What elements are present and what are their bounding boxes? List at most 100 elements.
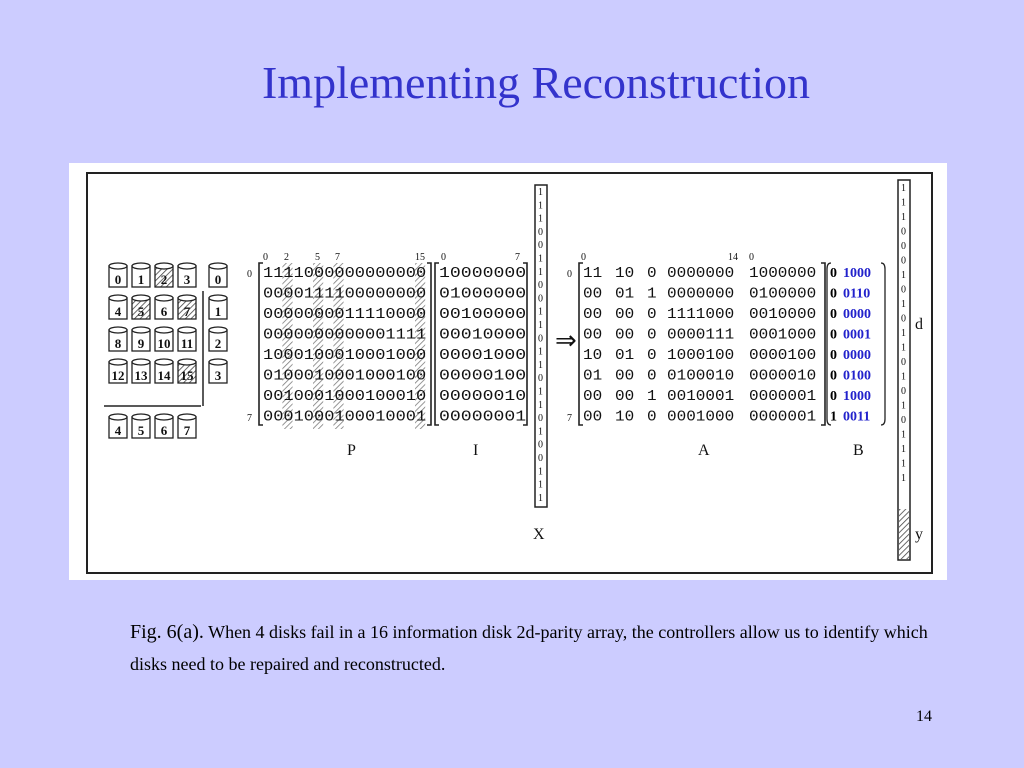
b-bit: 0 — [830, 266, 837, 281]
x-bit: 1 — [538, 267, 543, 278]
x-bit: 1 — [538, 307, 543, 318]
disk-10: 10 — [154, 326, 174, 352]
x-bit: 1 — [538, 493, 543, 504]
b-bit: 0 — [830, 369, 837, 384]
i-row: 00001000 — [439, 347, 526, 364]
caption-text: When 4 disks fail in a 16 information di… — [130, 622, 928, 674]
x-bit: 0 — [538, 293, 543, 304]
d-bit: 0 — [901, 415, 906, 426]
disk-12: 12 — [108, 358, 128, 384]
disk-top — [131, 413, 151, 421]
i-bracket-left — [434, 262, 439, 426]
disk-top — [108, 413, 128, 421]
parity-row-disk-6: 6 — [154, 413, 174, 439]
p-column-hatch — [415, 263, 426, 429]
d-bit: 1 — [901, 459, 906, 470]
p-row: 0000000000001111 — [263, 327, 426, 344]
a-cell: 01 — [583, 368, 602, 385]
a-cell: 0001000 — [667, 409, 734, 426]
p-col-label: 5 — [315, 252, 320, 263]
a-col-label: 14 — [728, 252, 738, 263]
disk-label: 6 — [161, 304, 168, 319]
a-cell: 00 — [583, 409, 602, 426]
a-cell: 0000000 — [667, 286, 734, 303]
label-b: B — [853, 442, 864, 459]
x-bit: 1 — [538, 214, 543, 225]
i-col-label: 7 — [515, 252, 520, 263]
a-cell: 01 — [615, 286, 634, 303]
x-bit: 1 — [538, 347, 543, 358]
d-column-box — [897, 179, 911, 561]
disk-label: 2 — [215, 336, 222, 351]
a-cell: 00 — [583, 327, 602, 344]
disk-0: 0 — [108, 262, 128, 288]
x-column-box — [534, 184, 548, 508]
x-bit: 1 — [538, 320, 543, 331]
a-cell: 0010001 — [667, 388, 734, 405]
disk-top — [108, 294, 128, 302]
disk-label: 2 — [161, 272, 168, 287]
a-col-label: 0 — [581, 252, 586, 263]
matrix-layer: 0711110000000000000000111100000000000000… — [247, 179, 923, 561]
b-bit: 0 — [830, 389, 837, 404]
implies-arrow: ⇒ — [555, 326, 577, 355]
parity-disk-2: 2 — [208, 326, 228, 352]
disk-label: 8 — [115, 336, 122, 351]
a-cell: 0 — [647, 327, 657, 344]
p-bracket-right — [427, 262, 432, 426]
disk-top — [154, 326, 174, 334]
a-cell: 00 — [583, 388, 602, 405]
disk-11: 11 — [177, 326, 197, 352]
label-y: y — [915, 526, 923, 543]
a-cell: 0100010 — [667, 368, 734, 385]
parity-disk-1: 1 — [208, 294, 228, 320]
disk-label: 1 — [215, 304, 222, 319]
x-bit: 0 — [538, 440, 543, 451]
i-row: 00000100 — [439, 368, 526, 385]
p-row: 0100010001000100 — [263, 368, 426, 385]
p-row: 1111000000000000 — [263, 265, 426, 282]
x-bit: 1 — [538, 187, 543, 198]
disk-top — [131, 358, 151, 366]
x-bit: 0 — [538, 333, 543, 344]
disk-top — [208, 326, 228, 334]
b-code: 1000 — [843, 266, 871, 281]
d-bit: 1 — [901, 372, 906, 383]
x-bit: 1 — [538, 400, 543, 411]
x-bit: 1 — [538, 466, 543, 477]
disk-label: 14 — [158, 368, 172, 383]
d-bit: 1 — [901, 343, 906, 354]
b-bit: 1 — [830, 410, 837, 425]
x-bit: 0 — [538, 453, 543, 464]
b-code: 0011 — [843, 410, 870, 425]
b-code: 1000 — [843, 389, 871, 404]
a-cell: 0 — [647, 306, 657, 323]
disk-13: 13 — [131, 358, 151, 384]
x-bit: 1 — [538, 480, 543, 491]
disk-15: 15 — [177, 358, 197, 384]
d-bit: 0 — [901, 241, 906, 252]
d-bit: 0 — [901, 285, 906, 296]
a-cell: 10 — [615, 409, 634, 426]
a-cell: 00 — [615, 388, 634, 405]
disk-top — [208, 262, 228, 270]
a-cell: 0000111 — [667, 327, 734, 344]
caption-lead: Fig. 6(a). — [130, 621, 204, 643]
disk-label: 4 — [115, 423, 122, 438]
a-cell: 0000000 — [667, 265, 734, 282]
x-bit: 0 — [538, 227, 543, 238]
b-code: 0110 — [843, 287, 870, 302]
a-cell: 1111000 — [667, 306, 734, 323]
disk-label: 13 — [135, 368, 149, 383]
x-bit: 0 — [538, 280, 543, 291]
x-bit: 0 — [538, 373, 543, 384]
i-col-label: 0 — [441, 252, 446, 263]
parity-disk-0: 0 — [208, 262, 228, 288]
disk-label: 9 — [138, 336, 145, 351]
x-bit: 1 — [538, 426, 543, 437]
p-col-label: 15 — [415, 252, 425, 263]
x-bit: 0 — [538, 240, 543, 251]
d-bit: 0 — [901, 357, 906, 368]
a-cell: 0000001 — [749, 409, 816, 426]
a-cell: 00 — [615, 368, 634, 385]
